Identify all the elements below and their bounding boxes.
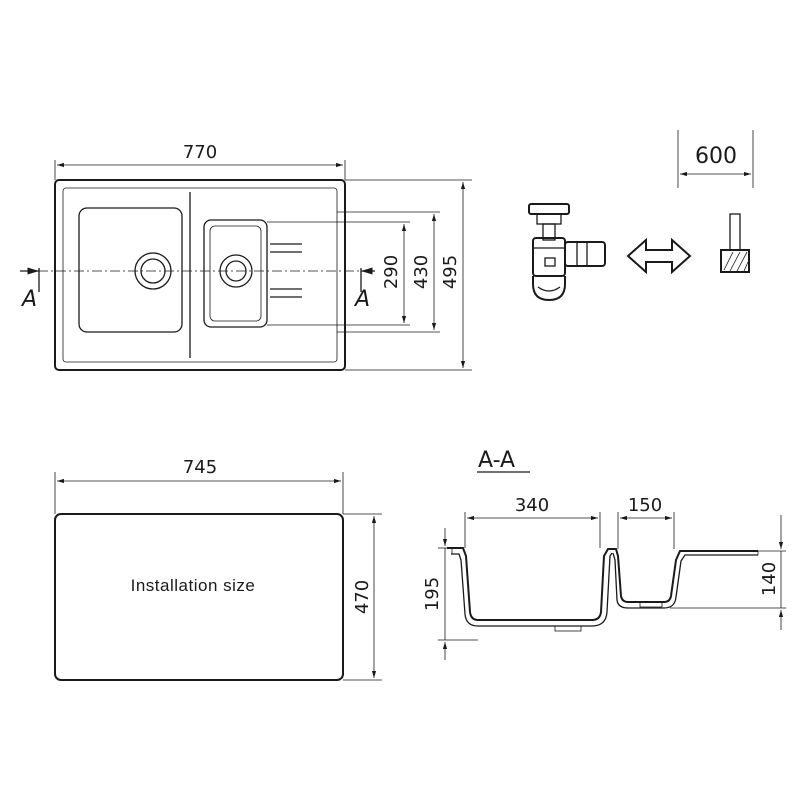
double-arrow-icon [626, 237, 692, 275]
dim-section-140: 140 [759, 562, 780, 596]
dim-section-195: 195 [422, 577, 443, 611]
dim-depth-430: 430 [411, 255, 432, 289]
sink-profile [447, 547, 759, 632]
wall-pipe-icon [720, 213, 750, 273]
dim-install-745: 745 [183, 457, 217, 478]
installation-view: 745 470 Installation size [54, 457, 382, 681]
top-view: A A 770 290 430 495 [20, 142, 472, 371]
dim-section-340: 340 [515, 495, 549, 516]
small-bowl [203, 219, 268, 328]
section-title: A-A [478, 448, 515, 473]
section-view: A-A 340 150 195 [422, 448, 786, 660]
installation-cutout [54, 513, 344, 681]
dim-depth-495: 495 [440, 255, 461, 289]
dim-depth-290: 290 [381, 255, 402, 289]
installation-size-label: Installation size [131, 576, 256, 595]
dim-section-150: 150 [628, 495, 662, 516]
sink-outline [54, 179, 346, 371]
dim-install-470: 470 [352, 580, 373, 614]
section-marker-right: A [353, 287, 370, 312]
siphon-diagram: 600 [528, 130, 754, 302]
big-bowl [78, 207, 183, 333]
dim-width-770: 770 [183, 142, 217, 163]
siphon-icon [528, 203, 606, 302]
dim-cabinet-600: 600 [695, 144, 737, 169]
section-marker-left: A [20, 287, 37, 312]
